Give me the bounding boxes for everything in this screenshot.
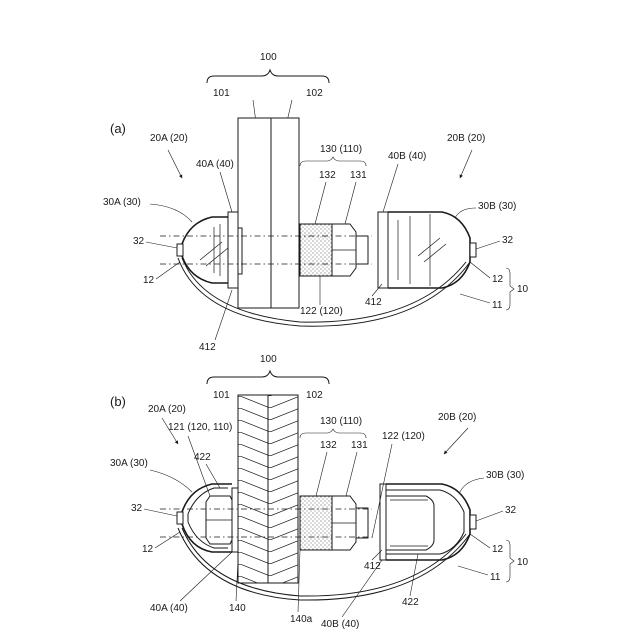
label-20A: 20A (20) <box>150 133 188 144</box>
label-10-b: 10 <box>517 557 529 568</box>
label-11-b: 11 <box>490 572 501 583</box>
label-32-left: 32 <box>133 236 145 247</box>
bracket-10-b <box>506 540 514 582</box>
label-20B-b: 20B (20) <box>438 412 476 423</box>
label-11: 11 <box>492 300 503 311</box>
tab-32-left-b <box>177 512 183 524</box>
panel-a: (a) 100 101 102 <box>103 52 529 353</box>
plate-40A <box>228 212 238 288</box>
label-10: 10 <box>517 284 529 295</box>
label-422-bottom: 422 <box>402 597 419 608</box>
label-130: 130 (110) <box>320 144 362 155</box>
label-140a: 140a <box>290 614 313 625</box>
label-40B: 40B (40) <box>388 151 426 162</box>
label-40A-b: 40A (40) <box>150 603 188 614</box>
label-102-b: 102 <box>306 390 323 401</box>
label-422-top: 422 <box>194 452 211 463</box>
label-12-left-b: 12 <box>142 544 154 555</box>
label-32-right-b: 32 <box>505 505 517 516</box>
label-132: 132 <box>319 170 336 181</box>
label-12-right-b: 12 <box>492 544 504 555</box>
label-12-left: 12 <box>143 275 155 286</box>
tab-32-right-b <box>470 515 476 529</box>
label-122-b: 122 (120) <box>382 431 425 442</box>
board-101 <box>238 118 271 308</box>
label-131-b: 131 <box>351 440 368 451</box>
label-131: 131 <box>350 170 367 181</box>
bracket-10 <box>506 268 514 310</box>
tab-32-right <box>470 243 476 257</box>
plate-40A-b <box>232 488 238 552</box>
label-30A: 30A (30) <box>103 197 141 208</box>
label-40A: 40A (40) <box>196 159 234 170</box>
brace-100 <box>207 70 329 83</box>
label-412-left: 412 <box>199 342 216 353</box>
label-30B-b: 30B (30) <box>486 470 524 481</box>
panel-a-label: (a) <box>110 121 126 136</box>
cap-122 <box>386 496 434 550</box>
tab-32-left <box>177 244 183 256</box>
label-100: 100 <box>260 52 277 63</box>
bolt-end <box>356 236 368 264</box>
label-30A-b: 30A (30) <box>110 458 148 469</box>
label-12-right: 12 <box>492 274 504 285</box>
spacer-132 <box>300 224 332 276</box>
label-122: 122 (120) <box>300 306 343 317</box>
bolt-end-b <box>356 508 368 538</box>
label-412-b: 412 <box>364 561 381 572</box>
label-30B: 30B (30) <box>478 201 516 212</box>
label-132-b: 132 <box>320 440 337 451</box>
label-101-b: 101 <box>213 390 230 401</box>
panel-b-label: (b) <box>110 394 126 409</box>
label-130-b: 130 (110) <box>320 416 362 427</box>
board-102 <box>271 118 299 308</box>
label-100-b: 100 <box>260 354 277 365</box>
label-121: 121 (120, 110) <box>168 422 232 433</box>
label-32-right: 32 <box>502 235 514 246</box>
label-412-right: 412 <box>365 297 382 308</box>
brace-100-b <box>207 371 329 384</box>
label-20A-b: 20A (20) <box>148 404 186 415</box>
panel-b: (b) 100 101 102 20A (2 <box>110 354 529 630</box>
label-40B-b: 40B (40) <box>321 619 359 630</box>
label-140: 140 <box>229 603 246 614</box>
spacer-132-b <box>300 496 332 550</box>
plate-40B <box>378 212 388 288</box>
label-20B: 20B (20) <box>447 133 485 144</box>
label-101: 101 <box>213 88 230 99</box>
label-32-left-b: 32 <box>131 503 143 514</box>
label-102: 102 <box>306 88 323 99</box>
